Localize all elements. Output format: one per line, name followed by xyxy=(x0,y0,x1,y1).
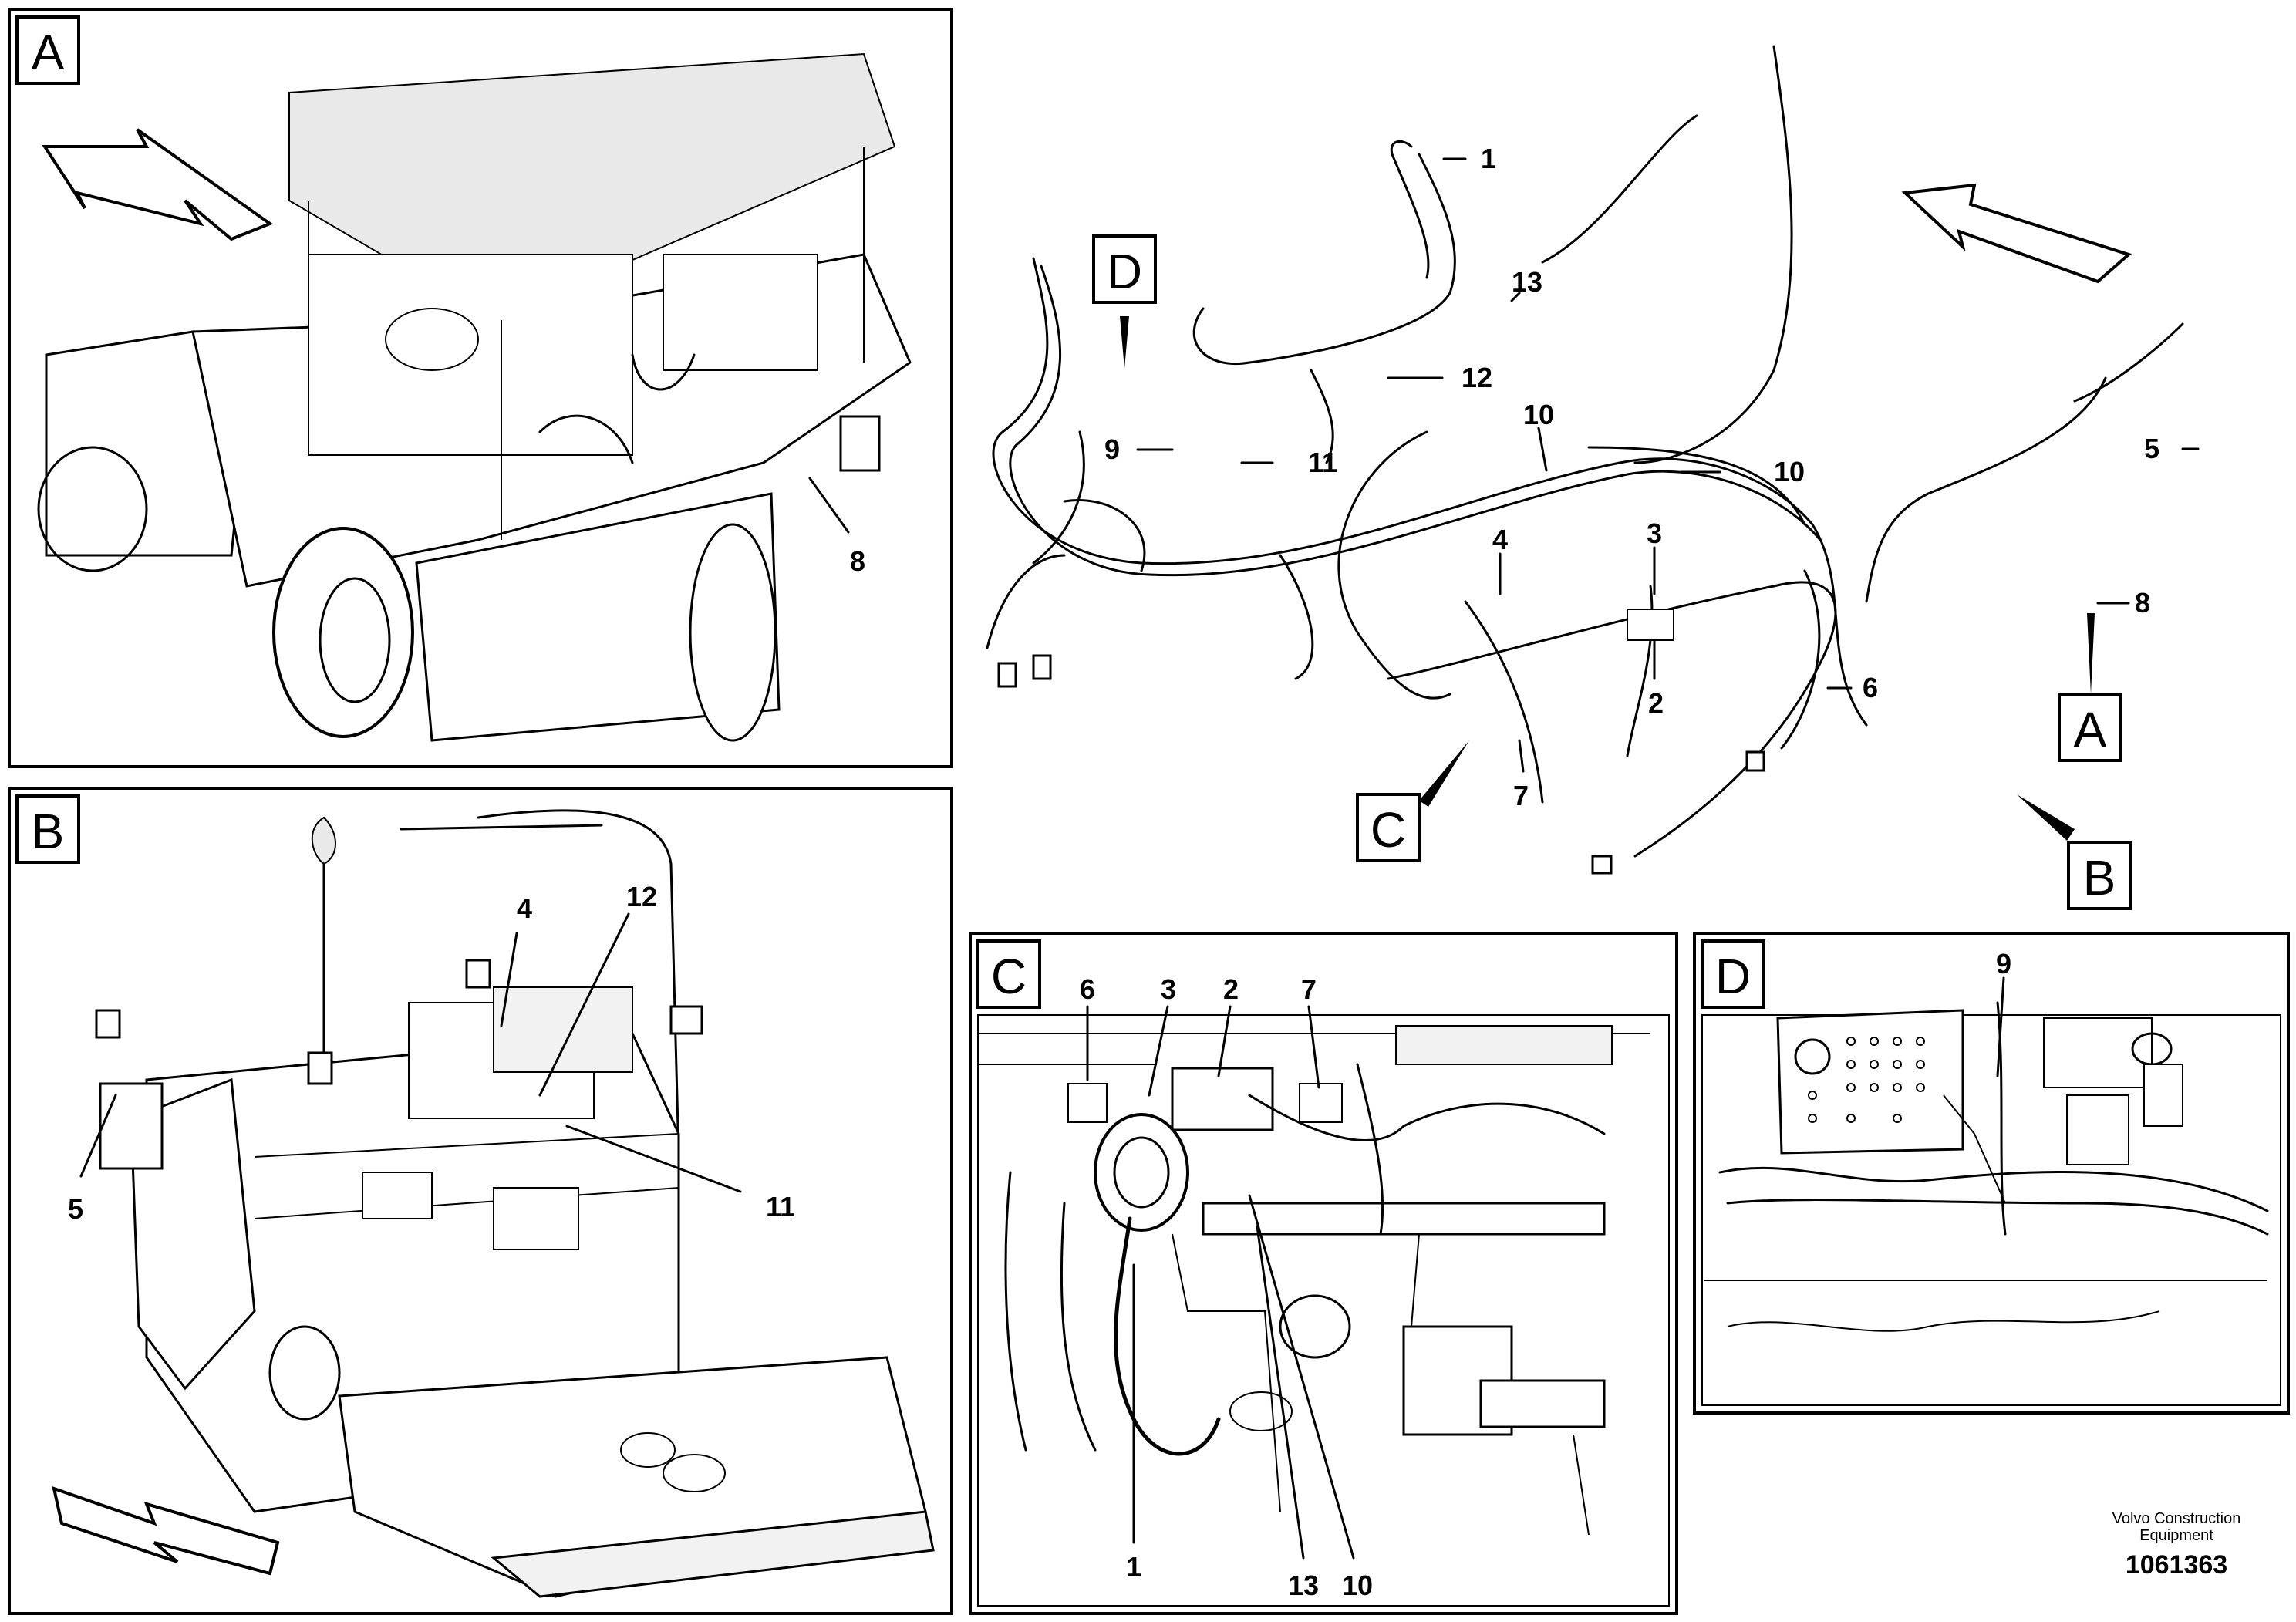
view-a-letter: A xyxy=(32,25,65,80)
callout-c-6: 6 xyxy=(1080,973,1095,1005)
credit-line-2: Equipment xyxy=(2139,1527,2213,1544)
beacon-light xyxy=(311,816,336,865)
svg-text:B: B xyxy=(2083,850,2116,905)
harness-callout-3: 3 xyxy=(1647,518,1662,549)
harness-callout-7: 7 xyxy=(1513,780,1529,811)
callout-a-8: 8 xyxy=(850,545,865,577)
document-number: 1061363 xyxy=(2126,1550,2227,1580)
callout-b-11: 11 xyxy=(766,1191,795,1222)
view-marker-a: A xyxy=(2058,613,2122,762)
harness-callout-4: 4 xyxy=(1492,524,1508,555)
callout-b-12: 12 xyxy=(626,881,657,912)
callout-c-2: 2 xyxy=(1223,973,1239,1005)
credit-line-1: Volvo Construction xyxy=(2112,1510,2241,1527)
harness-callout-12: 12 xyxy=(1462,362,1492,393)
callout-b-4: 4 xyxy=(517,892,532,924)
machine-body-a xyxy=(37,147,912,742)
view-marker-d: D xyxy=(1092,234,1157,369)
harness-callout-2: 2 xyxy=(1648,687,1664,719)
callout-c-13: 13 xyxy=(1288,1570,1319,1601)
view-a-panel: A 8 xyxy=(8,8,953,768)
harness-callout-1: 1 xyxy=(1481,143,1496,174)
harness-callout-11: 11 xyxy=(1308,447,1337,478)
view-d-letter: D xyxy=(1715,949,1751,1004)
harness-callout-8: 8 xyxy=(2135,587,2150,619)
view-marker-c: C xyxy=(1356,740,1469,862)
harness-callouts: 1 13 12 11 9 10 10 5 8 4 3 2 6 7 xyxy=(1104,143,2200,811)
svg-text:A: A xyxy=(2074,702,2107,757)
harness-callout-10a: 10 xyxy=(1523,399,1554,430)
harness-callout-9: 9 xyxy=(1104,433,1120,465)
wiring-harness xyxy=(986,45,2184,875)
harness-direction-arrow-icon xyxy=(1901,183,2132,284)
callout-d-9: 9 xyxy=(1996,948,2011,980)
footer-credit: Volvo Construction Equipment 1061363 xyxy=(2112,1510,2241,1580)
engine-bay-c xyxy=(979,1025,1650,1536)
svg-text:D: D xyxy=(1107,244,1142,299)
view-c-panel: C 6 3 2 xyxy=(969,932,1678,1615)
harness-callout-6: 6 xyxy=(1863,672,1878,703)
direction-arrow-b-icon xyxy=(52,1485,280,1576)
harness-callout-10b: 10 xyxy=(1774,456,1805,487)
callout-c-3: 3 xyxy=(1161,973,1176,1005)
view-b-letter: B xyxy=(32,804,65,859)
harness-callout-13: 13 xyxy=(1512,266,1542,298)
callout-c-10: 10 xyxy=(1342,1570,1373,1601)
control-panel-d xyxy=(1704,1001,2269,1332)
svg-text:C: C xyxy=(1371,802,1406,858)
callout-b-5: 5 xyxy=(68,1193,83,1225)
view-marker-b: B xyxy=(2017,794,2132,910)
harness-callout-5: 5 xyxy=(2144,433,2159,464)
view-b-panel: B 4 xyxy=(8,787,953,1615)
callout-c-7: 7 xyxy=(1301,973,1317,1005)
canopy-roof xyxy=(288,52,896,322)
view-c-letter: C xyxy=(991,949,1027,1004)
callout-c-1: 1 xyxy=(1126,1551,1141,1583)
chassis-b xyxy=(95,959,935,1598)
view-d-panel: D 9 xyxy=(1693,932,2290,1415)
direction-arrow-icon xyxy=(42,128,274,241)
